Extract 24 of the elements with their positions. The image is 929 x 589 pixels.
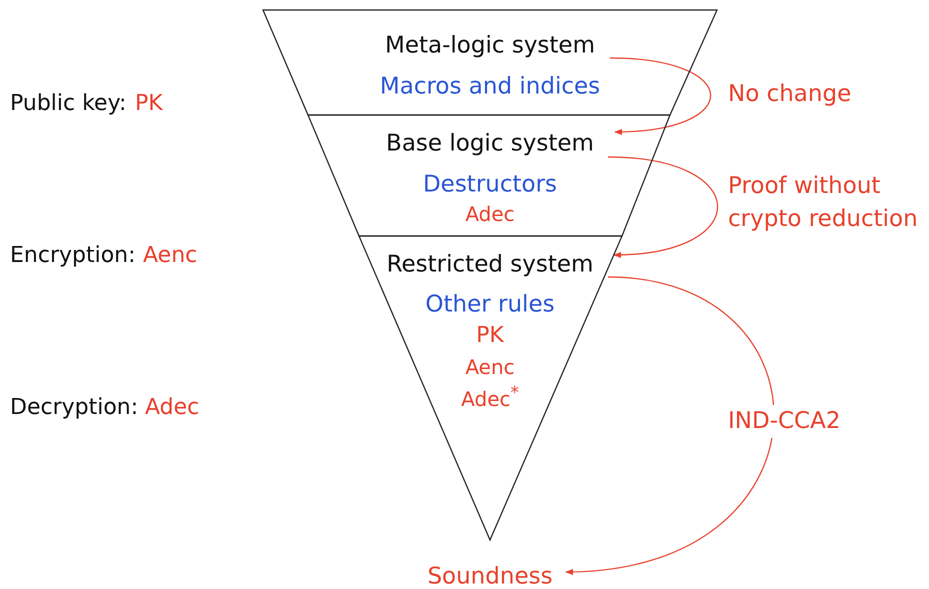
component-name: Adec$^{*}$ (461, 384, 519, 410)
component-name: Other rules (425, 292, 555, 318)
component-name: Aenc (465, 356, 515, 378)
outcome-label: Soundness (427, 564, 553, 589)
key-term: Encryption: (10, 244, 136, 268)
curved-arrow (565, 276, 774, 574)
funnel-band (263, 10, 717, 115)
edge-label: IND-CCA2 (728, 405, 840, 438)
curved-arrow (610, 57, 711, 135)
component-name: Adec (465, 203, 515, 225)
symbol-name: PK (135, 92, 163, 116)
funnel-band (308, 115, 670, 236)
component-name: PK (476, 324, 504, 348)
system-title: Restricted system (386, 252, 594, 278)
key-term: Public key: (10, 92, 126, 116)
system-title: Meta-logic system (385, 33, 595, 59)
curved-arrow (608, 156, 718, 258)
symbol-name: Aenc (143, 244, 198, 268)
component-name: Macros and indices (380, 74, 600, 100)
funnel-tip (359, 236, 622, 540)
system-title: Base logic system (386, 131, 594, 157)
component-name: Destructors (422, 172, 558, 198)
key-term: Decryption: (10, 396, 138, 420)
symbol-name: Adec (145, 396, 200, 420)
